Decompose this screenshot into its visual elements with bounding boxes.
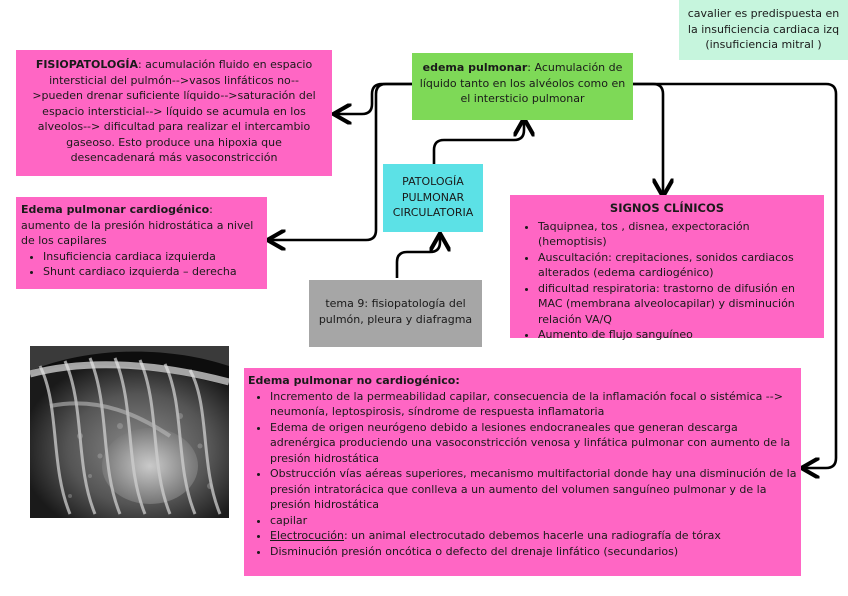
no-cardiogenico-title: Edema pulmonar no cardiogénico: bbox=[248, 374, 460, 387]
fisiopatologia-box: FISIOPATOLOGÍA: acumulación fluido en es… bbox=[16, 50, 332, 176]
signos-clinicos-box: SIGNOS CLÍNICOS Taquipnea, tos , disnea,… bbox=[510, 195, 824, 341]
edema-pulmonar-title: edema pulmonar bbox=[422, 61, 528, 74]
fisiopatologia-title: FISIOPATOLOGÍA bbox=[35, 58, 138, 71]
list-item: Obstrucción vías aéreas superiores, meca… bbox=[270, 466, 797, 513]
arrow-edema-to-signos bbox=[633, 82, 663, 194]
edema-pulmonar-box: edema pulmonar: Acumulación de líquido t… bbox=[412, 53, 633, 120]
list-item: Insuficiencia cardiaca izquierda bbox=[43, 249, 262, 265]
tema-box: tema 9: fisiopatología del pulmón, pleur… bbox=[309, 280, 482, 347]
cardiogenico-list: Insuficiencia cardiaca izquierda Shunt c… bbox=[21, 249, 262, 280]
list-item: dificultad respiratoria: trastorno de di… bbox=[538, 281, 818, 328]
cardiogenico-text: : aumento de la presión hidrostática a n… bbox=[21, 203, 254, 247]
list-item: Edema de origen neurógeno debido a lesio… bbox=[270, 420, 797, 467]
arrow-edema-to-fisiopatologia bbox=[336, 82, 412, 114]
list-item: Aumento de flujo sanguíneo bbox=[538, 327, 818, 343]
cardiogenico-title: Edema pulmonar cardiogénico bbox=[21, 203, 210, 216]
no-cardiogenico-box: Edema pulmonar no cardiogénico: Incremen… bbox=[244, 368, 801, 576]
list-item: Incremento de la permeabilidad capilar, … bbox=[270, 389, 797, 420]
xray-image bbox=[30, 346, 229, 518]
list-item: Disminución presión oncótica o defecto d… bbox=[270, 544, 797, 560]
signos-clinicos-title: SIGNOS CLÍNICOS bbox=[609, 201, 725, 215]
list-item: Electrocución: un animal electrocutado d… bbox=[270, 528, 797, 544]
arrow-edema-to-nocardiogenico bbox=[633, 82, 838, 468]
signos-clinicos-list: Taquipnea, tos , disnea, expectoración (… bbox=[516, 219, 818, 343]
cardiogenico-box: Edema pulmonar cardiogénico: aumento de … bbox=[16, 197, 267, 289]
patologia-circulatoria-box: PATOLOGÍA PULMONAR CIRCULATORIA bbox=[383, 164, 483, 232]
list-item: Shunt cardiaco izquierda – derecha bbox=[43, 264, 262, 280]
fisiopatologia-text: : acumulación fluido en espacio intersti… bbox=[32, 58, 316, 164]
patologia-circulatoria-text: PATOLOGÍA PULMONAR CIRCULATORIA bbox=[392, 175, 474, 219]
arrow-tema-to-patologia bbox=[395, 236, 440, 278]
list-item: Auscultación: crepitaciones, sonidos car… bbox=[538, 250, 818, 281]
electrocucion-text: : un animal electrocutado debemos hacerl… bbox=[343, 529, 721, 542]
electrocucion-label: Electrocución bbox=[270, 529, 344, 542]
cavalier-note-text: cavalier es predispuesta en la insuficie… bbox=[687, 7, 840, 51]
list-item: capilar bbox=[270, 513, 797, 529]
arrow-patologia-to-edema bbox=[432, 121, 524, 164]
edema-pulmonar-text: : Acumulación de líquido tanto en los al… bbox=[419, 61, 626, 105]
list-item: Taquipnea, tos , disnea, expectoración (… bbox=[538, 219, 818, 250]
cavalier-note: cavalier es predispuesta en la insuficie… bbox=[679, 0, 848, 60]
no-cardiogenico-list: Incremento de la permeabilidad capilar, … bbox=[248, 389, 797, 560]
arrow-edema-to-cardiogenico bbox=[270, 82, 412, 240]
tema-text: tema 9: fisiopatología del pulmón, pleur… bbox=[318, 297, 473, 326]
